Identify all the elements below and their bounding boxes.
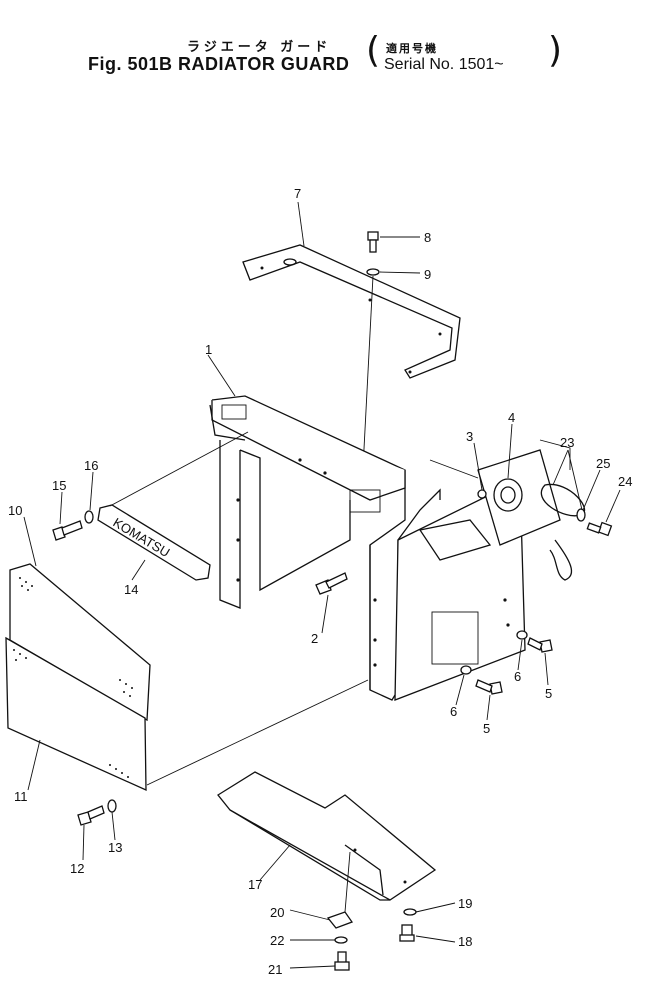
leader-line-9 [362,275,374,469]
callout-5-lower: 5 [483,721,490,736]
callout-9: 9 [424,267,431,282]
part-22-washer [334,936,348,944]
callout-24: 24 [618,474,632,489]
callout-23: 23 [560,435,574,450]
part-24-bolt [586,521,613,537]
serial-label-japanese: 適用号機 [386,42,438,55]
part-1-guard-frame [209,395,441,701]
part-25-washer [576,508,586,522]
part-7-top-cover [242,244,461,379]
callout-6-upper: 6 [514,669,521,684]
callout-2: 2 [311,631,318,646]
grille-perforations-lower [13,649,129,778]
part-10-upper-grille [9,563,151,722]
part-17-under-cover [217,771,437,901]
radiator-core-panel [394,478,526,701]
callout-22: 22 [270,933,284,948]
part-6-washer-lower [460,665,472,675]
callout-17: 17 [248,877,262,892]
leader-line-door [146,679,369,786]
callout-25: 25 [596,456,610,471]
callout-20: 20 [270,905,284,920]
part-16-washer [84,510,94,524]
figure-title: Fig. 501B RADIATOR GUARD [88,54,350,74]
part-21-bolt [334,951,350,971]
part-8-bolt [367,231,379,253]
callout-4: 4 [508,410,515,425]
callout-5-upper: 5 [545,686,552,701]
callout-leaders [23,201,621,969]
part-3-washer [477,489,487,499]
close-paren: ) [548,30,563,71]
part-20-plate [326,911,354,929]
part-18-bolt [399,924,415,942]
callout-10: 10 [8,503,22,518]
callout-6-lower: 6 [450,704,457,719]
part-9-washer [366,268,380,276]
callout-7: 7 [294,186,301,201]
callout-1: 1 [205,342,212,357]
part-4-filler-cap [429,439,571,546]
callout-15: 15 [52,478,66,493]
title-japanese: ラジエータ ガード [187,40,332,55]
serial-number-range: Serial No. 1501~ [384,56,504,73]
part-5-bolt-lower [475,679,503,695]
callout-19: 19 [458,896,472,911]
leader-line-20 [344,851,351,913]
callout-11: 11 [14,789,28,804]
callout-13: 13 [108,840,122,855]
grille-perforations-upper [19,577,133,697]
leader-line-14 [109,431,249,507]
callout-16: 16 [84,458,98,473]
callout-8: 8 [424,230,431,245]
callout-21: 21 [268,962,282,977]
part-14-emblem-plate: KOMATSU [97,504,211,581]
callout-14: 14 [124,582,138,597]
part-19-washer [403,908,417,916]
open-paren: ( [366,30,381,71]
callout-3: 3 [466,429,473,444]
part-6-washer-upper [516,630,528,640]
part-13-washer [107,799,117,813]
callout-labels: 1 2 3 4 5 5 6 6 7 8 9 10 11 12 13 14 15 … [8,186,632,977]
part-5-bolt-upper [527,637,553,653]
part-11-lower-grille [5,636,147,792]
part-12-bolt [77,805,105,826]
part-15-bolt [52,520,83,541]
callout-18: 18 [458,934,472,949]
part-2-bolt [315,572,348,595]
callout-12: 12 [70,861,84,876]
